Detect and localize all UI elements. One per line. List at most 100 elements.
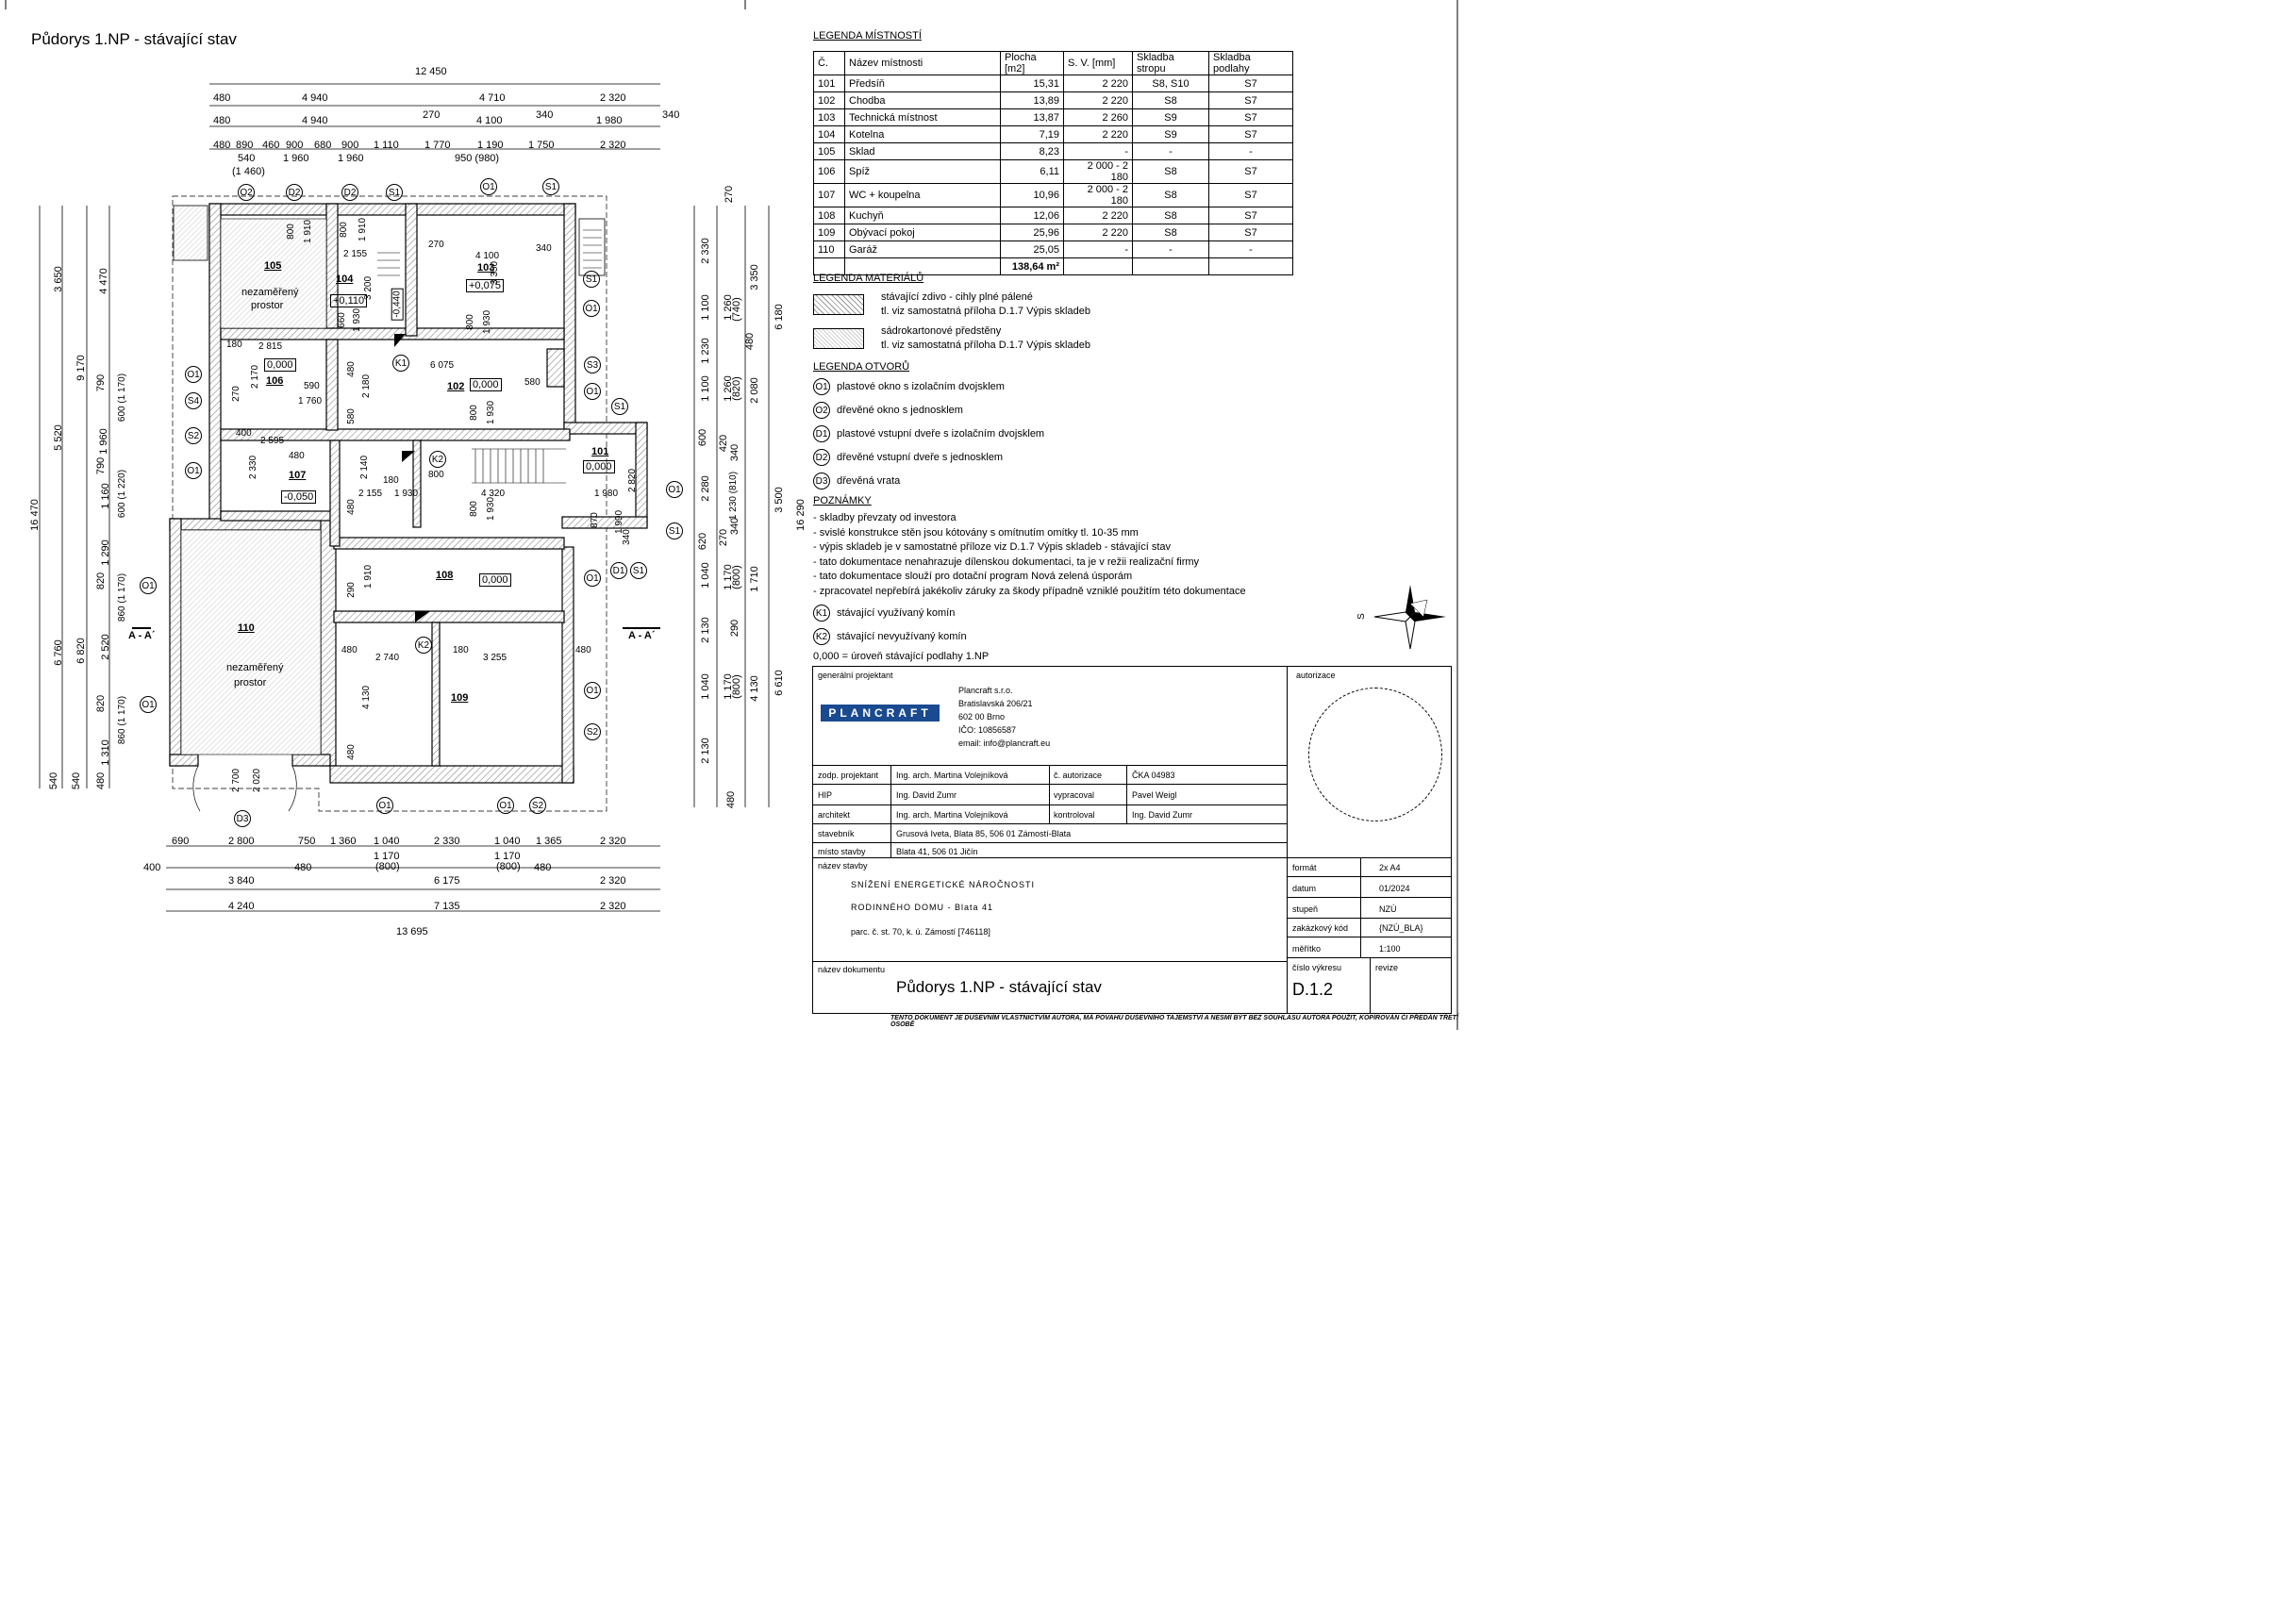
cell: 2 220 [1063,224,1133,241]
dim-label: 480 [345,499,357,515]
cell: 105 [813,142,845,160]
field-label: vypracoval [1054,790,1095,800]
table-total-row: 138,64 m² [813,257,1293,275]
dim-label: 6 760 [52,639,64,666]
dim-label: 800 [464,314,475,330]
dim-label: 4 130 [748,675,760,702]
dim-label: 800 [468,405,479,421]
opening-marker: S1 [611,398,628,415]
dim-label: 2 330 [434,836,460,847]
field-value: Ing. David Zumr [896,790,957,800]
dim-label: 290 [729,619,741,638]
field-label: architekt [818,810,851,820]
room-number: 108 [436,570,454,581]
legend-text: dřevěné okno s jednosklem [837,405,963,416]
top-dimension-lines [209,83,660,150]
room-number: 109 [451,692,469,704]
dim-label: 340 [729,517,741,536]
room-level: -0,050 [281,490,317,504]
dim-label: 2 080 [748,377,760,404]
dim-label: 790 [95,373,108,392]
note-item: - výpis skladeb je v samostatné příloze … [813,541,1172,553]
cell: 2 220 [1063,125,1133,143]
dim-label: 480 [341,645,358,655]
cell: S7 [1208,224,1293,241]
dim-label: 1 100 [699,294,711,321]
building-name-line: SNÍŽENÍ ENERGETICKÉ NÁROČNOSTI [851,880,1036,889]
field-label: kontroloval [1054,810,1095,820]
cell: Chodba [844,91,1001,109]
dim-label: 4 320 [481,489,506,499]
room-number: 104 [336,274,354,285]
dim-label: 480 [289,451,305,461]
dim-label: 400 [143,862,161,873]
dim-label: 4 470 [97,268,109,294]
dim-label: 270 [724,185,736,204]
field-label: číslo výkresu [1292,963,1342,972]
dim-label: 270 [718,528,730,547]
dim-label: 1 310 [99,739,111,766]
dim-label: 2 320 [600,92,626,104]
dim-label: 820 [95,572,108,590]
dim-label: 2 180 [361,373,373,399]
dim-label: 480 [345,361,357,377]
dim-label: 340 [536,243,552,254]
cell: 2 000 - 2 180 [1063,183,1133,207]
cell: S7 [1208,125,1293,143]
field-value: Blata 41, 506 01 Jičín [896,847,978,856]
dim-label: 2 820 [627,468,639,493]
company-line: 602 00 Brno [958,712,1006,722]
dim-label: 2 595 [260,436,285,446]
north-label: S [1356,613,1367,620]
dim-label: 1 770 [424,140,451,151]
dim-label: 420 [718,434,730,453]
dim-label: (800) [375,861,400,872]
cell: 25,96 [1000,224,1064,241]
opening-marker: O1 [140,696,157,713]
opening-marker: O1 [583,300,600,317]
dim-label: 1 190 [477,140,504,151]
dim-label: (820) [730,376,742,401]
opening-marker: O1 [480,178,497,195]
chimney-code: K1 [813,605,830,622]
column-header: Název místnosti [844,51,1001,75]
note-item: - tato dokumentace slouží pro dotační pr… [813,571,1133,582]
field-label: č. autorizace [1054,771,1103,780]
dim-label: 9 170 [75,355,87,381]
opening-marker: K2 [429,451,446,468]
room-level: 0,000 [264,358,296,372]
cell: Spíž [844,159,1001,184]
cell: 7,19 [1000,125,1064,143]
dim-label: 7 135 [434,901,460,912]
dim-label: 3 350 [748,264,760,290]
chimney-code: K2 [813,628,830,645]
notes-list: - skladby převzaty od investora - svislé… [813,511,1246,599]
cell: 2 220 [1063,91,1133,109]
cell: S9 [1132,108,1209,126]
dim-label: 2 320 [600,140,626,151]
opening-marker: S1 [583,271,600,288]
opening-marker: O2 [238,184,255,201]
company-line: IČO: 10856587 [958,725,1017,735]
room-name: prostor [251,300,284,311]
field-label: stupeň [1292,904,1319,914]
dim-label: 750 [298,836,316,847]
dim-label: 6 610 [773,670,785,696]
dim-label: 480 [725,790,738,809]
cell: 107 [813,183,845,207]
section-mark: A - A´ [628,630,656,641]
company-line: email: info@plancraft.eu [958,738,1051,748]
dim-label: 1 960 [338,153,364,164]
opening-marker: K2 [415,637,432,654]
cell: S7 [1208,91,1293,109]
opening-marker: O1 [185,366,202,383]
field-value: 1:100 [1379,944,1401,954]
dim-label: 1 040 [699,673,711,700]
dim-label: 1 980 [594,489,619,499]
cell: S7 [1208,75,1293,92]
room-name: nezaměřený [226,662,284,673]
dim-label: 1 980 [596,115,623,126]
cell: 108 [813,207,845,224]
